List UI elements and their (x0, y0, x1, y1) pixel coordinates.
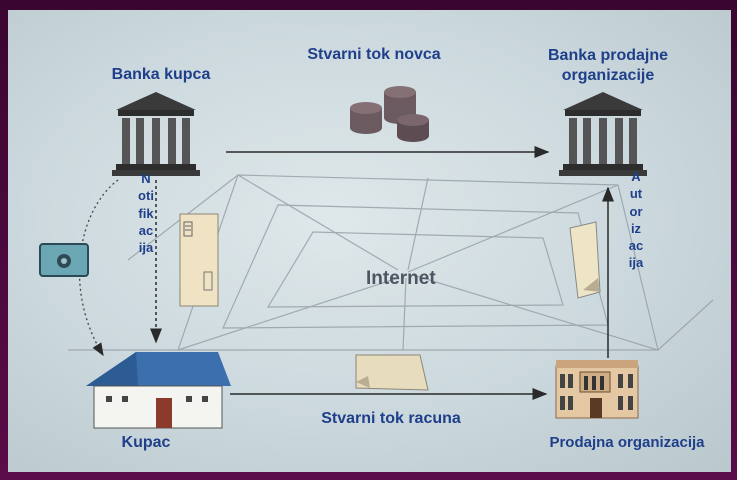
paper-icon-bottom (355, 354, 429, 391)
bank-icon-buyer (112, 92, 200, 176)
document-icon (179, 213, 219, 307)
credit-card-icon (39, 243, 89, 277)
coins-icon (350, 86, 429, 142)
label-invoice-flow: Stvarni tok racuna (321, 410, 461, 427)
diagram-canvas (39, 86, 714, 429)
label-money-flow: Stvarni tok novca (307, 46, 441, 63)
bank-icon-seller (559, 92, 647, 176)
label-internet: Internet (366, 268, 436, 289)
label-bank-buyer: Banka kupca (111, 66, 211, 83)
paper-icon-right (569, 221, 601, 299)
label-bank-seller-line1: Banka prodajne (547, 47, 669, 64)
diagram-panel: Banka kupca Stvarni tok novca Banka prod… (8, 10, 731, 472)
label-bank-seller: Banka prodajne organizacije (528, 46, 688, 86)
label-authorization: Autorizacija (628, 169, 644, 271)
label-buyer: Kupac (121, 434, 171, 451)
internet-web (68, 174, 714, 351)
label-notification: Notifikacija (138, 171, 154, 256)
label-bank-seller-line2: organizacije (561, 67, 655, 84)
seller-building-icon (555, 360, 639, 419)
label-seller: Prodajna organizacija (549, 434, 705, 451)
house-icon (86, 352, 231, 429)
